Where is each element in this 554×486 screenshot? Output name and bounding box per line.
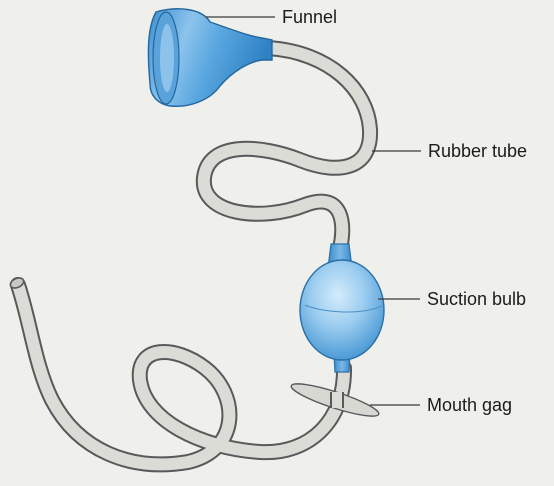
suction-bulb	[300, 244, 384, 372]
suction-bulb-label: Suction bulb	[427, 289, 526, 309]
funnel-label: Funnel	[282, 7, 337, 27]
funnel	[148, 9, 272, 106]
rubber-tube-label: Rubber tube	[428, 141, 527, 161]
rubber-tube-lower	[18, 285, 344, 464]
mouth-gag-label: Mouth gag	[427, 395, 512, 415]
